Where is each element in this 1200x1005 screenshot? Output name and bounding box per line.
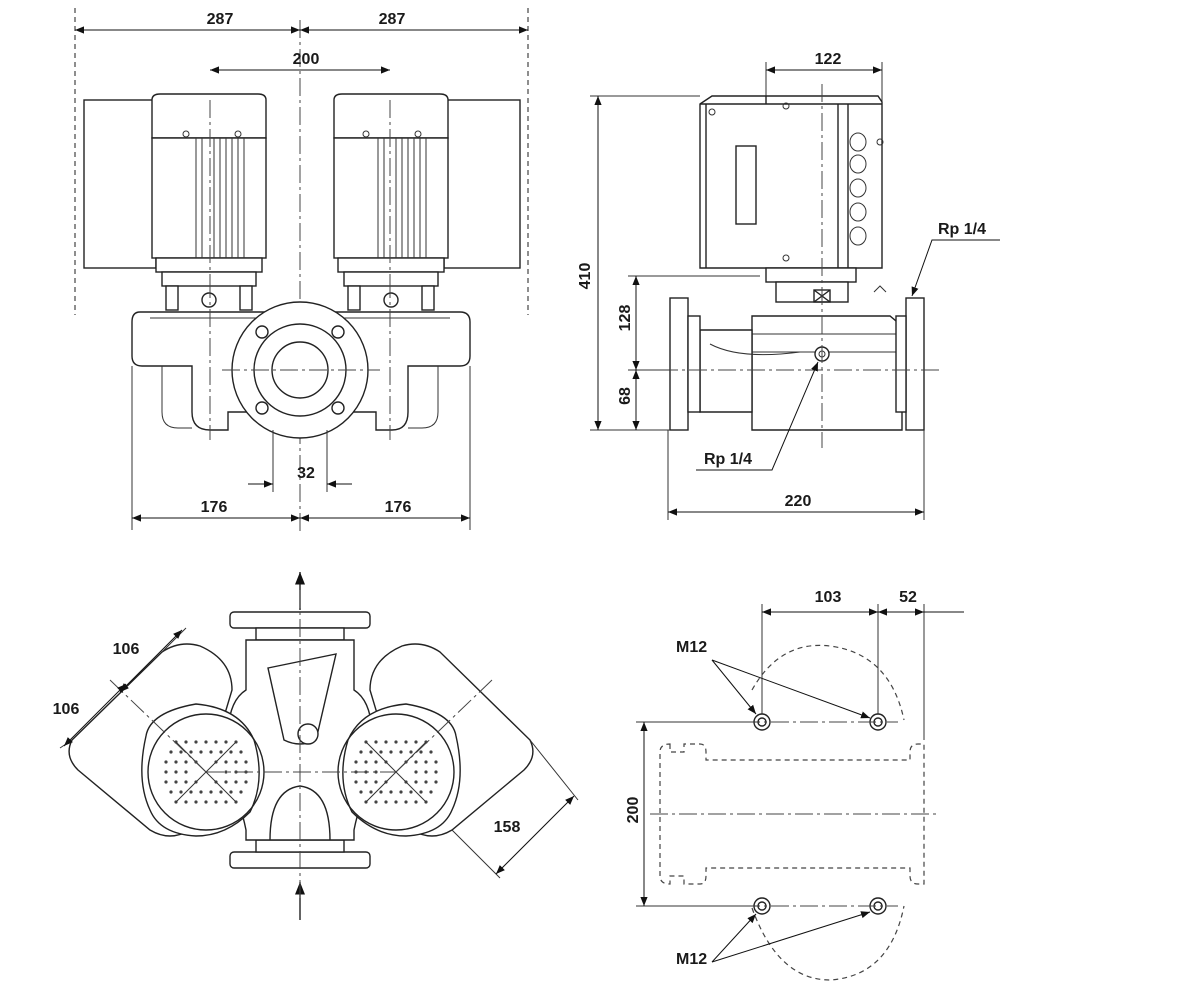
dim-bolt-hole-spacing: 103 (815, 589, 842, 606)
dim-top-motor-reach: 158 (494, 819, 521, 836)
dim-side-motor-offset: 122 (815, 51, 842, 68)
front-view: 287 287 200 (74, 8, 529, 535)
side-view: 122 (577, 51, 1000, 520)
dim-front-top-right: 287 (379, 11, 406, 28)
bolt-pattern-view: 103 52 200 M12 M12 (625, 589, 964, 981)
dim-side-total-height: 410 (577, 263, 594, 290)
dim-top-arm-b: 106 (53, 701, 80, 718)
dim-bolt-edge-offset: 52 (899, 589, 917, 606)
dim-front-bottom-right: 176 (385, 499, 412, 516)
dim-side-axis-height: 68 (617, 387, 634, 405)
dim-front-flange-width: 32 (297, 465, 315, 482)
label-port-lower: Rp 1/4 (704, 451, 752, 468)
dim-front-top-left: 287 (207, 11, 234, 28)
dim-front-motor-spacing: 200 (293, 51, 320, 68)
dim-side-length: 220 (785, 493, 812, 510)
label-port-upper: Rp 1/4 (938, 221, 986, 238)
top-view: 106 106 158 (53, 572, 579, 920)
dim-front-bottom-left: 176 (201, 499, 228, 516)
right-fan-grille (354, 740, 438, 804)
label-thread-top: M12 (676, 639, 707, 656)
dim-top-arm-a: 106 (113, 641, 140, 658)
dim-side-body-height: 128 (617, 305, 634, 332)
bolt-holes (753, 713, 887, 915)
dim-bolt-vertical-spacing: 200 (625, 797, 642, 824)
label-thread-bottom: M12 (676, 951, 707, 968)
